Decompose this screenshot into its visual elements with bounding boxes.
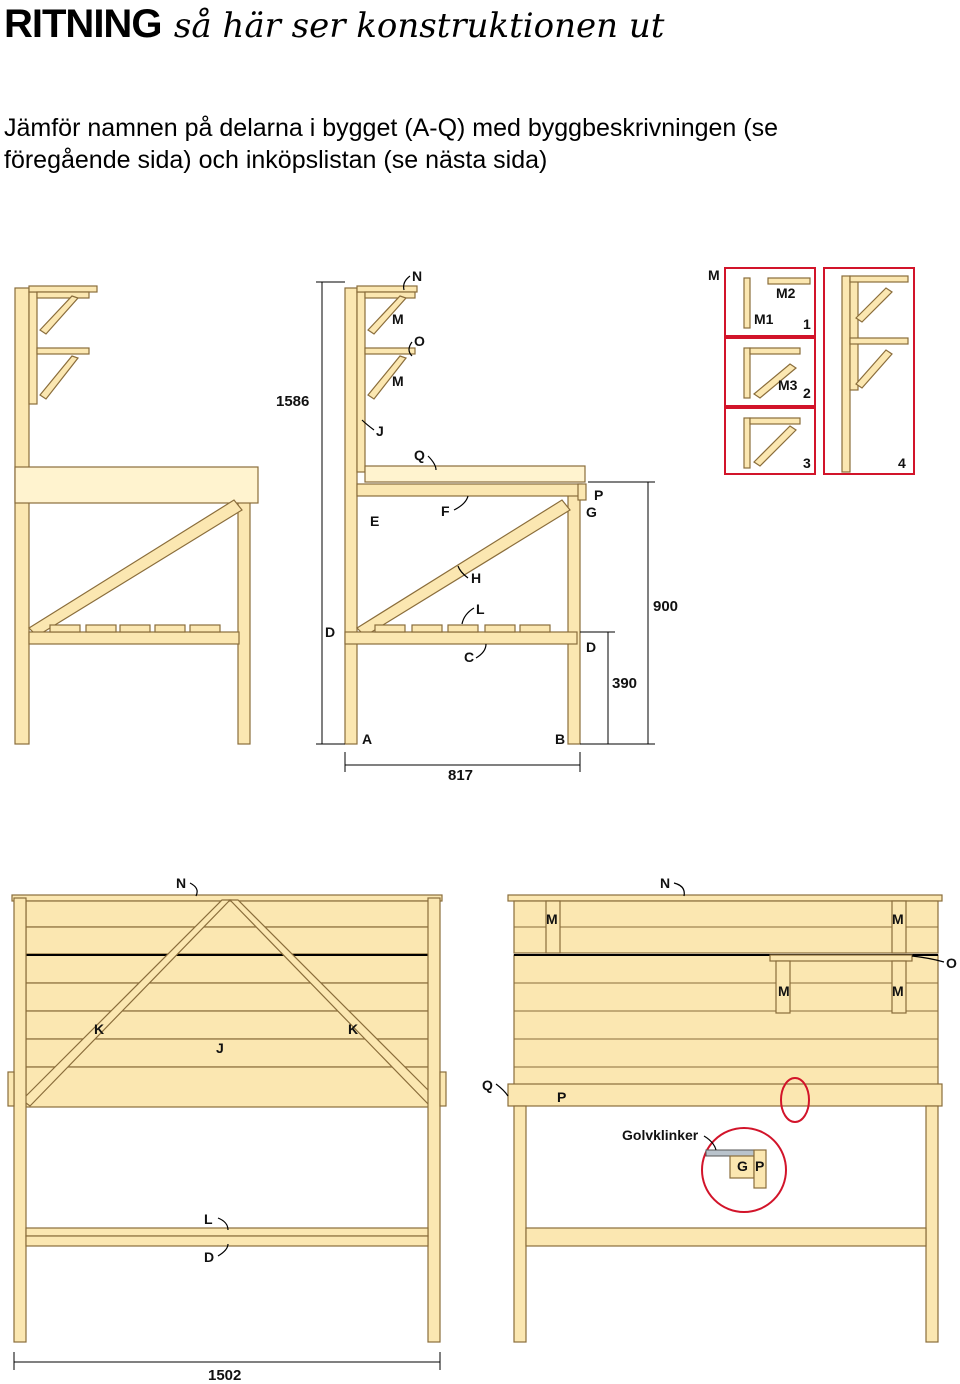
label-G-detail: G [737, 1158, 748, 1174]
dim-width: 1502 [208, 1367, 241, 1384]
label-O-back: O [946, 955, 957, 971]
label-M-back-3: M [778, 983, 790, 999]
dim-depth: 817 [448, 767, 473, 784]
dim-shelf-height: 390 [612, 675, 637, 692]
step-3-number: 3 [803, 455, 811, 471]
intro-text: Jämför namnen på delarna i bygget (A-Q) … [4, 114, 779, 174]
label-Q: Q [414, 447, 425, 463]
label-M-back-1: M [546, 911, 558, 927]
label-N-front: N [176, 875, 186, 891]
page-subtitle: så här ser konstruktionen ut [173, 6, 665, 46]
page-title: RITNING [4, 2, 162, 46]
side-view-middle: 1586 900 390 817 N M O M J Q E F P G H L… [276, 268, 678, 784]
label-H: H [471, 570, 481, 586]
label-M2: M2 [776, 285, 796, 301]
label-F: F [441, 503, 450, 519]
label-J-front: J [216, 1040, 224, 1056]
label-D-2: D [586, 639, 596, 655]
label-M: M [392, 311, 404, 327]
label-B: B [555, 731, 565, 747]
label-E: E [370, 513, 379, 529]
label-O: O [414, 333, 425, 349]
label-L-front: L [204, 1211, 213, 1227]
label-D: D [325, 624, 335, 640]
dim-table-height: 900 [653, 598, 678, 615]
label-N-back: N [660, 875, 670, 891]
step-details: M M2 M1 1 M3 2 3 4 [708, 267, 915, 475]
label-K-2: K [348, 1021, 358, 1037]
label-P-back: P [557, 1089, 566, 1105]
front-view-left: 1502 N K K J L D [7, 875, 447, 1384]
label-M-back-4: M [892, 983, 904, 999]
label-L: L [476, 601, 485, 617]
label-M-back-2: M [892, 911, 904, 927]
label-Q-back: Q [482, 1077, 493, 1093]
side-view-left [14, 285, 259, 745]
step-2-number: 2 [803, 385, 811, 401]
dim-height: 1586 [276, 393, 309, 410]
detail-label: Golvklinker [622, 1127, 699, 1143]
page-header: RITNING så här ser konstruktionen ut [4, 2, 664, 47]
label-J: J [376, 423, 384, 439]
label-M1: M1 [754, 311, 774, 327]
step-4-number: 4 [898, 455, 906, 471]
label-M3: M3 [778, 377, 798, 393]
back-view-right: N M M O M M Q P Golvklinker G P [482, 875, 957, 1343]
label-P-detail: P [755, 1158, 764, 1174]
label-G: G [586, 504, 597, 520]
label-C: C [464, 649, 474, 665]
step-1-number: 1 [803, 316, 811, 332]
label-P: P [594, 487, 603, 503]
label-N: N [412, 268, 422, 284]
label-M-step: M [708, 267, 720, 283]
label-A: A [362, 731, 372, 747]
label-K: K [94, 1021, 104, 1037]
label-M-2: M [392, 373, 404, 389]
label-D-front: D [204, 1249, 214, 1265]
